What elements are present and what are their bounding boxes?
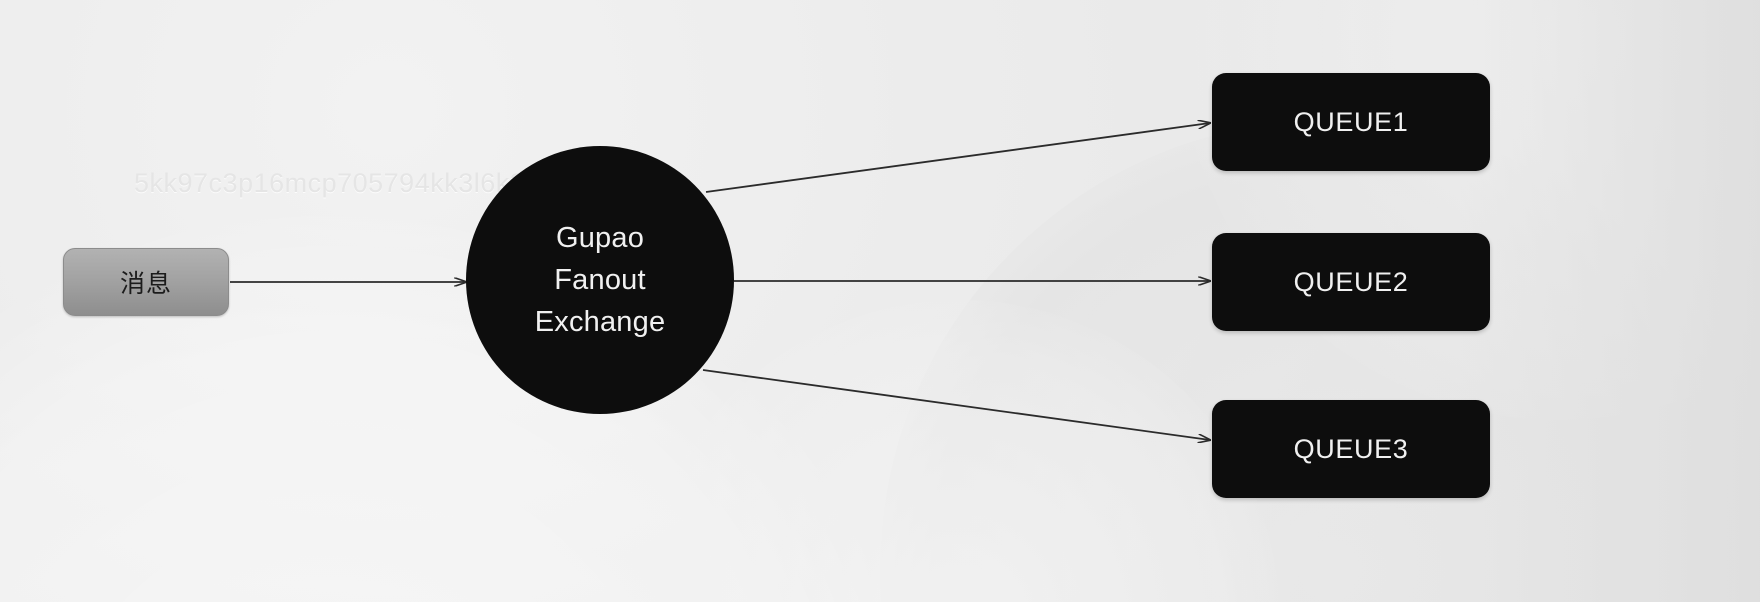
queue-node-2[interactable]: QUEUE2 <box>1212 233 1490 331</box>
queue-node-3-label: QUEUE3 <box>1293 433 1409 464</box>
queue-node-1[interactable]: QUEUE1 <box>1212 73 1490 171</box>
exchange-node-label: Gupao Fanout Exchange <box>534 222 666 338</box>
edge-exchange-to-queue3 <box>702 369 1210 440</box>
queue-node-1-label: QUEUE1 <box>1293 106 1409 137</box>
message-node[interactable]: 消息 <box>63 248 229 316</box>
queue-node-3[interactable]: QUEUE3 <box>1212 400 1490 498</box>
edge-exchange-to-queue1 <box>705 123 1210 193</box>
exchange-node[interactable]: Gupao Fanout Exchange <box>466 146 734 414</box>
queue-node-2-label: QUEUE2 <box>1293 266 1409 297</box>
background-right-shade <box>1460 0 1760 602</box>
message-node-label: 消息 <box>119 270 172 298</box>
